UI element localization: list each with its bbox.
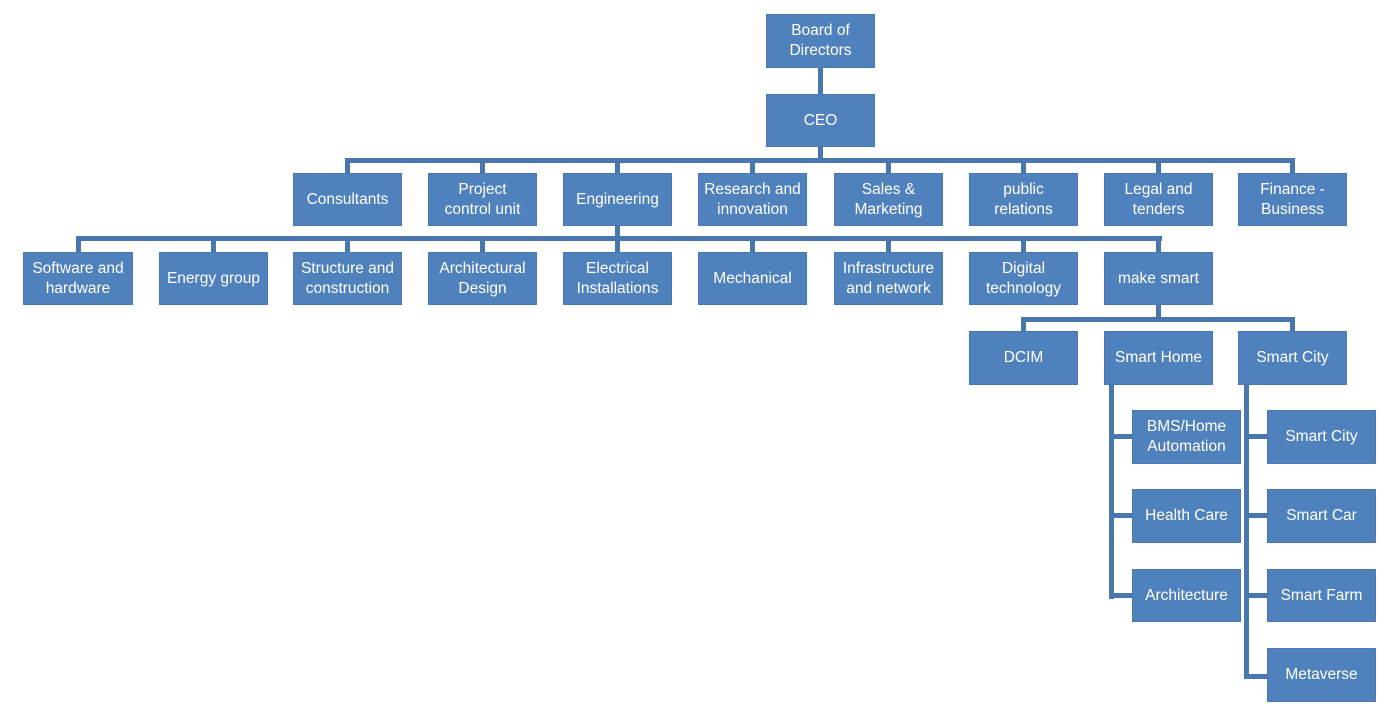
node-department: Research and innovation: [699, 174, 806, 225]
node-smart-city-group: Smart City: [1239, 332, 1346, 384]
node-smart-home-item: Architecture: [1133, 570, 1240, 621]
connector-branch: [1244, 593, 1268, 598]
connector-drop: [1156, 158, 1161, 174]
connector-drop: [615, 158, 620, 174]
connector-drop: [1021, 158, 1026, 174]
node-engineering-unit: Energy group: [160, 253, 267, 304]
connector-drop: [1021, 236, 1026, 253]
node-engineering-unit: Architectural Design: [429, 253, 536, 304]
connector-drop: [345, 158, 350, 174]
node-ceo: CEO: [767, 95, 874, 146]
connector-drop: [886, 236, 891, 253]
node-smart-city-item: Smart City: [1268, 411, 1375, 463]
node-smart-city-item: Smart Car: [1268, 490, 1375, 542]
connector-branch: [1109, 434, 1133, 439]
node-board-of-directors: Board of Directors: [767, 15, 874, 67]
node-smart-home-item: Health Care: [1133, 490, 1240, 542]
node-engineering-unit: Electrical Installations: [564, 253, 671, 304]
node-smart-city-item: Smart Farm: [1268, 570, 1375, 621]
connector-smart-city-trunk: [1244, 384, 1249, 679]
node-engineering-unit: Software and hardware: [24, 253, 132, 304]
node-department: Consultants: [294, 174, 401, 225]
connector-drop: [615, 236, 620, 253]
connector-branch: [1244, 674, 1268, 679]
connector-drop: [1021, 317, 1026, 332]
node-department: Engineering: [564, 174, 671, 225]
connector-departments-bar: [345, 158, 1295, 163]
connector-ceo-down: [818, 146, 823, 161]
connector-branch: [1244, 434, 1268, 439]
node-engineering-unit: Structure and construction: [294, 253, 401, 304]
connector-drop: [211, 236, 216, 253]
connector-drop: [1290, 158, 1295, 174]
node-smart-home-item: BMS/Home Automation: [1133, 411, 1240, 463]
connector-make-smart-down: [1156, 304, 1161, 320]
connector-drop: [1156, 236, 1161, 253]
connector-make-smart-bar: [1021, 317, 1295, 322]
node-smart-home: Smart Home: [1105, 332, 1212, 384]
connector-board-ceo: [818, 67, 823, 95]
node-department: Legal and tenders: [1105, 174, 1212, 225]
node-department: Finance - Business: [1239, 174, 1346, 225]
node-engineering-unit: Digital technology: [970, 253, 1077, 304]
connector-drop: [750, 236, 755, 253]
connector-engineering-down: [615, 225, 620, 240]
connector-drop: [480, 236, 485, 253]
connector-drop: [76, 236, 81, 253]
connector-drop: [480, 158, 485, 174]
connector-branch: [1109, 593, 1133, 598]
connector-drop: [345, 236, 350, 253]
node-department: Project control unit: [429, 174, 536, 225]
connector-branch: [1109, 513, 1133, 518]
node-department: Sales & Marketing: [835, 174, 942, 225]
node-department: public relations: [970, 174, 1077, 225]
node-engineering-unit: Mechanical: [699, 253, 806, 304]
connector-smart-home-trunk: [1109, 384, 1114, 599]
connector-drop: [1290, 317, 1295, 332]
node-smart-city-item: Metaverse: [1268, 649, 1375, 701]
connector-drop: [886, 158, 891, 174]
node-make-smart: make smart: [1105, 253, 1212, 304]
node-dcim: DCIM: [970, 332, 1077, 384]
node-engineering-unit: Infrastructure and network: [835, 253, 942, 304]
connector-branch: [1244, 513, 1268, 518]
connector-drop: [750, 158, 755, 174]
